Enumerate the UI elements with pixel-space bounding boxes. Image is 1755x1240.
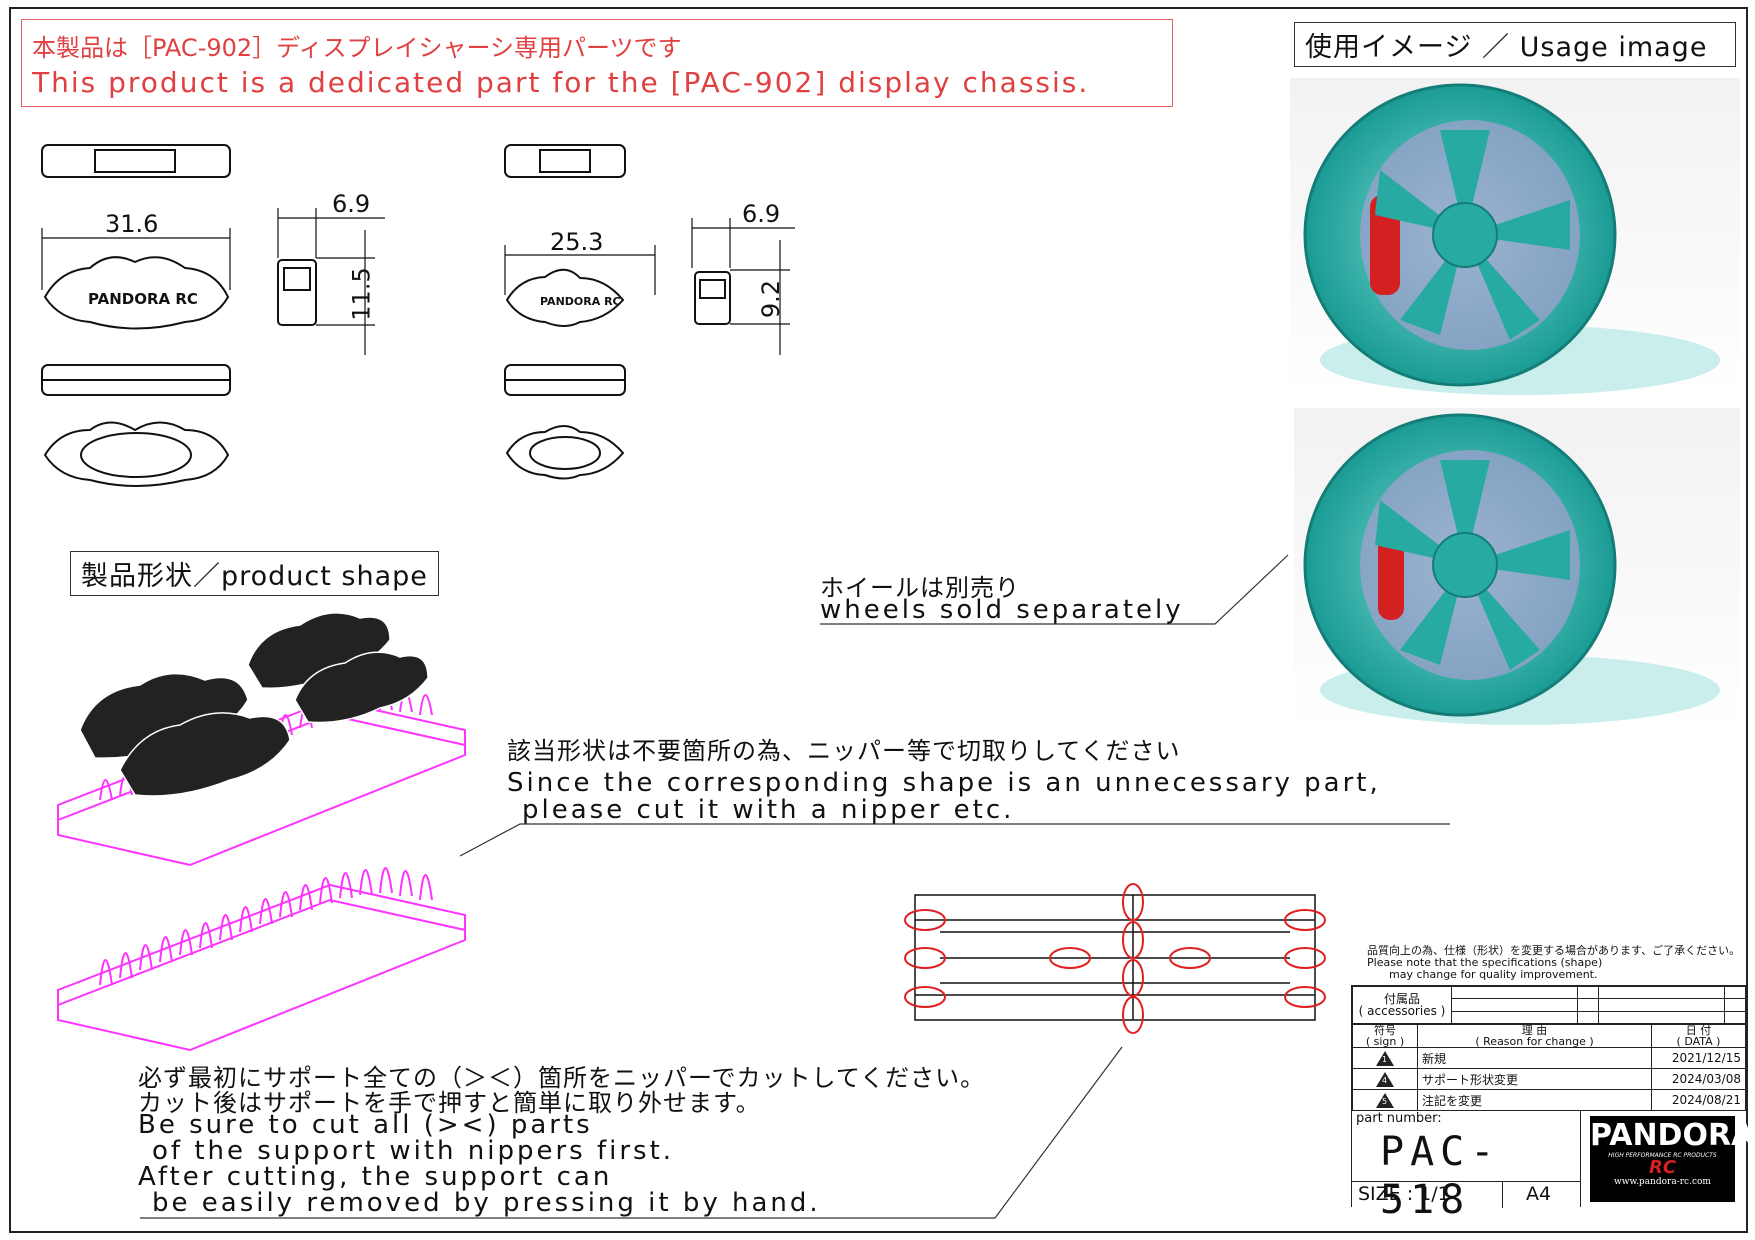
cut-note-jp: 該当形状は不要箇所の為、ニッパー等で切取りしてください — [507, 737, 1181, 765]
title-block: 付属品 ( accessories ) 符号( sign ) 理 由( Reas… — [1351, 985, 1755, 1223]
sheet-border — [9, 7, 1748, 1233]
wheel-image-1 — [1290, 78, 1740, 397]
dim-height-large: 11.5 — [347, 267, 376, 321]
revision-date: 2021/12/15 — [1651, 1047, 1746, 1069]
caliper-top-view-small — [504, 144, 626, 396]
accessories-table: 付属品 ( accessories ) — [1352, 985, 1746, 1025]
logo-text: PANDORA — [1590, 1118, 1755, 1153]
notice-en: This product is a dedicated part for the… — [32, 66, 1090, 99]
accessories-label-en: ( accessories ) — [1358, 1004, 1446, 1018]
revision-triangle-icon: 1 — [1376, 1050, 1394, 1066]
revision-reason: 注記を変更 — [1417, 1089, 1652, 1111]
support-note-en3: After cutting, the support can — [138, 1162, 613, 1192]
scale-label: SIZE : 1/1 — [1358, 1183, 1450, 1205]
pandora-rc-logo: PANDORA HIGH PERFORMANCE RC PRODUCTS RC … — [1590, 1116, 1755, 1202]
accessories-label-jp: 付属品 — [1383, 992, 1420, 1006]
calipers-on-support — [79, 612, 429, 797]
support-cut-diagram — [914, 894, 1316, 1021]
date-header-en: ( DATA ) — [1676, 1035, 1721, 1048]
support-bare — [57, 867, 466, 1052]
revision-reason: サポート形状変更 — [1417, 1068, 1652, 1090]
caliper-logo-large: PANDORA RC — [88, 290, 198, 308]
wheel-image-2 — [1294, 408, 1740, 727]
caliper-logo-small: PANDORA RC — [540, 295, 621, 308]
logo-rc: RC — [1648, 1157, 1677, 1178]
revision-triangle-icon: 5 — [1376, 1092, 1394, 1108]
part-number-cell: part number: PAC-518 SIZE : 1/1 A4 — [1352, 1111, 1581, 1223]
wheels-note-en: wheels sold separately — [820, 595, 1184, 625]
revision-date: 2024/03/08 — [1651, 1068, 1746, 1090]
dim-height-small: 9.2 — [757, 279, 786, 319]
caliper-front-view-large — [43, 256, 230, 487]
part-number: PAC-518 — [1380, 1129, 1501, 1223]
reason-header-jp: 理 由 — [1521, 1024, 1548, 1037]
sign-header-en: ( sign ) — [1365, 1035, 1405, 1048]
logo-subtitle: HIGH PERFORMANCE RC PRODUCTS — [1608, 1152, 1717, 1159]
dim-depth-large: 6.9 — [332, 190, 371, 218]
dim-depth-small: 6.9 — [742, 200, 781, 228]
dim-width-small: 25.3 — [550, 228, 604, 256]
date-header-jp: 日 付 — [1685, 1024, 1712, 1037]
notice-jp: 本製品は［PAC-902］ディスプレイシャーシ専用パーツです — [32, 34, 682, 62]
revision-date: 2024/08/21 — [1651, 1089, 1746, 1111]
spec-note-jp: 品質向上の為、仕様（形状）を変更する場合があります、ご了承ください。 — [1367, 944, 1741, 957]
title-block-bottom: part number: PAC-518 SIZE : 1/1 A4 PANDO… — [1352, 1111, 1755, 1223]
product-shape-label: 製品形状／product shape — [70, 551, 439, 596]
logo-url: www.pandora-rc.com — [1614, 1177, 1711, 1187]
caliper-side-view-large — [277, 259, 317, 326]
cut-note-en2: please cut it with a nipper etc. — [522, 795, 1015, 825]
reason-header-en: ( Reason for change ) — [1475, 1035, 1594, 1048]
support-note-jp1: 必ず最初にサポート全ての（＞＜）箇所をニッパーでカットしてください。 — [138, 1064, 986, 1092]
support-note-en2: of the support with nippers first. — [152, 1136, 675, 1166]
caliper-side-view-small — [694, 271, 731, 325]
compatibility-notice: 本製品は［PAC-902］ディスプレイシャーシ専用パーツです This prod… — [21, 19, 1173, 107]
part-number-label: part number: — [1356, 1111, 1442, 1126]
spec-change-note: 品質向上の為、仕様（形状）を変更する場合があります、ご了承ください。 Pleas… — [1367, 945, 1740, 981]
spec-note-en2: may change for quality improvement. — [1389, 968, 1598, 981]
paper-size: A4 — [1526, 1183, 1552, 1205]
cut-note-en1: Since the corresponding shape is an unne… — [507, 768, 1381, 798]
support-note-en4: be easily removed by pressing it by hand… — [152, 1188, 821, 1218]
dimension-lines — [41, 208, 795, 355]
cut-point-markers — [904, 883, 1326, 1034]
revision-triangle-icon: 4 — [1376, 1071, 1394, 1087]
usage-image-label: 使用イメージ ／ Usage image — [1294, 22, 1736, 67]
caliper-top-view-large — [41, 144, 231, 396]
dim-width-large: 31.6 — [105, 210, 159, 238]
leader-lines — [140, 554, 1450, 1219]
sign-header-jp: 符号 — [1374, 1024, 1396, 1037]
revision-reason: 新規 — [1417, 1047, 1652, 1069]
support-note-en1: Be sure to cut all (><) parts — [138, 1110, 593, 1140]
revision-table: 符号( sign ) 理 由( Reason for change ) 日 付(… — [1352, 1024, 1746, 1111]
support-note-jp2: カット後はサポートを手で押すと簡単に取り外せます。 — [138, 1089, 761, 1117]
caliper-front-view-small — [505, 268, 625, 480]
spec-note-en1: Please note that the specifications (sha… — [1367, 956, 1603, 969]
wheels-note-jp: ホイールは別売り — [820, 574, 1020, 602]
